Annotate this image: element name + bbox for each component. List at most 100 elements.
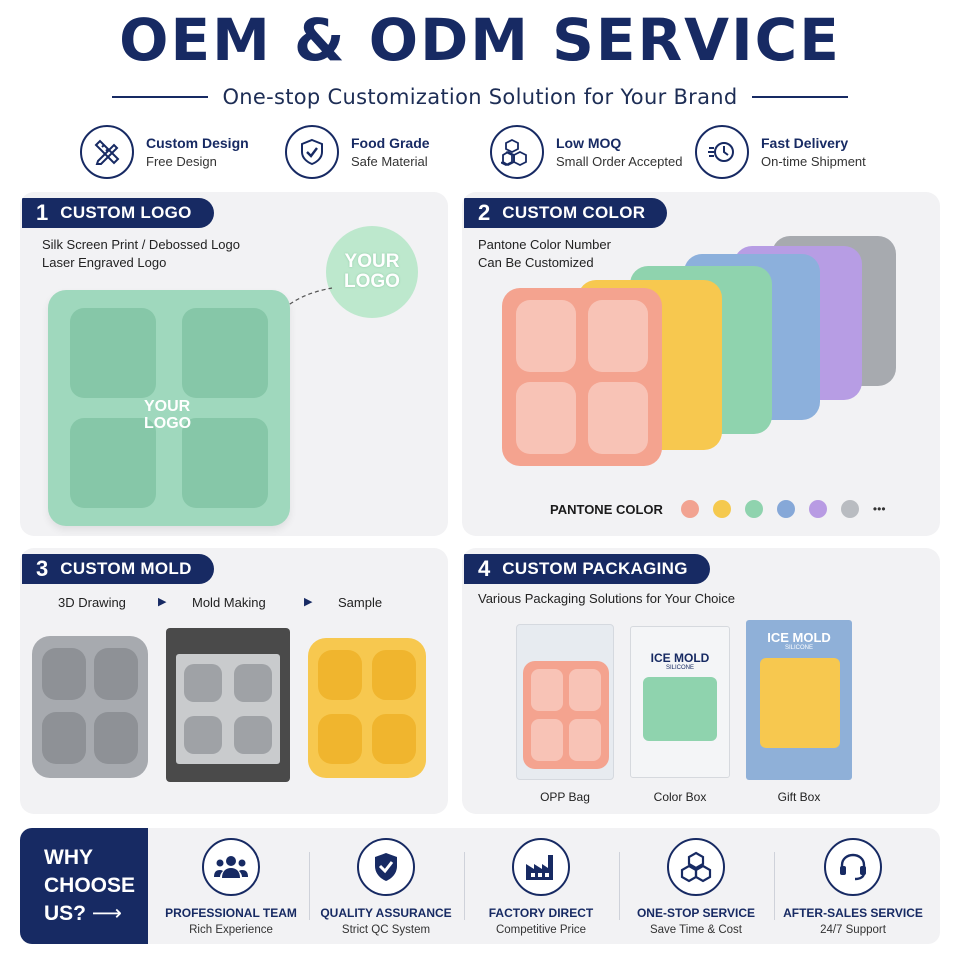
feature-title: Fast Delivery <box>761 135 849 151</box>
bunny-cavity <box>516 382 576 454</box>
step-arrow-icon: ▶ <box>158 596 167 608</box>
bunny-cavity <box>588 300 648 372</box>
why-item-desc: Strict QC System <box>341 924 431 936</box>
feature-title: Food Grade <box>351 135 430 151</box>
section-label: CUSTOM MOLD <box>60 559 192 578</box>
feature-row: Custom Design Free Design Food Grade Saf… <box>80 122 900 182</box>
section-number: 4 <box>478 556 491 581</box>
subtitle-divider-right <box>751 96 848 98</box>
peach-bunny-tray <box>523 661 609 769</box>
why-item-one-stop: ONE-STOP SERVICE Save Time & Cost <box>619 828 773 944</box>
panel-custom-logo: 1 CUSTOM LOGO Silk Screen Print / Deboss… <box>20 192 448 536</box>
bunny-cavity <box>588 382 648 454</box>
headset-icon <box>824 838 882 896</box>
feature-desc: Small Order Accepted <box>556 154 683 169</box>
why-item-title: AFTER-SALES SERVICE <box>783 906 923 920</box>
panel-custom-mold: 3 CUSTOM MOLD 3D Drawing ▶ Mold Making ▶… <box>20 548 448 814</box>
gift-box-window <box>760 658 840 748</box>
arrow-right-icon: ⟶ <box>91 902 122 925</box>
bear-cavity <box>94 712 138 764</box>
section-badge: 3 CUSTOM MOLD <box>22 554 214 584</box>
tray-logo-line: YOUR <box>144 398 191 415</box>
bunny-cavity <box>531 719 563 761</box>
packaging-description: Various Packaging Solutions for Your Cho… <box>478 591 736 606</box>
bunny-cavity <box>569 669 601 711</box>
bunny-cavity <box>569 719 601 761</box>
section-number: 1 <box>36 200 49 225</box>
step-mold-making: Mold Making <box>192 595 266 610</box>
divider <box>309 852 310 920</box>
opp-bag <box>516 624 614 780</box>
why-item-desc: Save Time & Cost <box>649 924 743 936</box>
bear-cavity <box>94 648 138 700</box>
color-box: ICE MOLD SILICONE <box>630 626 730 778</box>
mold-cavity <box>184 664 222 702</box>
section-label: CUSTOM COLOR <box>502 203 646 222</box>
color-desc-line: Can Be Customized <box>478 255 594 270</box>
swatch-purple[interactable] <box>808 500 827 518</box>
why-item-title: FACTORY DIRECT <box>488 906 594 920</box>
mold-cavity <box>234 716 272 754</box>
swatch-blue[interactable] <box>776 500 795 518</box>
caption-gift-box: Gift Box <box>777 790 821 804</box>
bear-cavity <box>372 714 416 764</box>
section-badge: 2 CUSTOM COLOR <box>464 198 668 228</box>
feature-desc: Free Design <box>146 154 217 169</box>
tray-logo-line: LOGO <box>144 415 192 432</box>
section-number: 2 <box>478 200 491 225</box>
swatch-gray[interactable] <box>840 500 859 518</box>
cubes-icon <box>490 125 544 179</box>
swatch-peach[interactable] <box>680 500 699 518</box>
caption-color-box: Color Box <box>653 790 707 804</box>
section-badge: 4 CUSTOM PACKAGING <box>464 554 710 584</box>
color-box-window <box>643 677 717 741</box>
step-arrow-icon: ▶ <box>304 596 313 608</box>
feature-low-moq: Low MOQ Small Order Accepted <box>490 122 695 182</box>
color-desc-line: Pantone Color Number <box>478 237 611 252</box>
why-item-desc: Competitive Price <box>495 924 587 936</box>
peach-tray <box>502 288 662 466</box>
turtle-cavity <box>70 418 156 508</box>
section-label: CUSTOM LOGO <box>60 203 192 222</box>
swatch-yellow[interactable] <box>712 500 731 518</box>
logo-desc-line: Silk Screen Print / Debossed Logo <box>42 237 240 252</box>
team-icon <box>202 838 260 896</box>
color-box-subtitle: SILICONE <box>665 665 694 671</box>
feature-food-grade: Food Grade Safe Material <box>285 122 490 182</box>
feature-custom-design: Custom Design Free Design <box>80 122 285 182</box>
divider <box>774 852 775 920</box>
why-tag-line: US? <box>44 902 86 925</box>
section-number: 3 <box>36 556 49 581</box>
bubble-logo-text: LOGO <box>344 271 400 292</box>
caption-opp-bag: OPP Bag <box>540 790 590 804</box>
feature-desc: On-time Shipment <box>761 154 866 169</box>
color-description: Pantone Color Number Can Be Customized <box>478 236 611 272</box>
bunny-cavity <box>516 300 576 372</box>
panel-custom-packaging: 4 CUSTOM PACKAGING Various Packaging Sol… <box>462 548 940 814</box>
turtle-cavity <box>70 308 156 398</box>
why-item-title: ONE-STOP SERVICE <box>636 906 756 920</box>
why-tag-line: WHY <box>44 846 93 869</box>
subtitle-divider-left <box>112 96 209 98</box>
pencil-ruler-icon <box>80 125 134 179</box>
more-colors-icon[interactable]: ••• <box>872 502 886 516</box>
bear-cavity <box>372 650 416 700</box>
section-label: CUSTOM PACKAGING <box>502 559 688 578</box>
shield-check-icon <box>357 838 415 896</box>
page-subtitle: One-stop Customization Solution for Your… <box>222 85 738 109</box>
page-title: OEM & ODM SERVICE <box>119 6 841 74</box>
divider <box>464 852 465 920</box>
feature-desc: Safe Material <box>351 154 428 169</box>
bear-cavity <box>318 650 362 700</box>
logo-desc-line: Laser Engraved Logo <box>42 255 167 270</box>
bubble-logo-text: YOUR <box>344 251 400 272</box>
feature-title: Low MOQ <box>556 135 622 151</box>
swatch-mint[interactable] <box>744 500 763 518</box>
step-sample: Sample <box>338 595 383 610</box>
why-choose-tag: WHY CHOOSE US? ⟶ <box>20 828 148 944</box>
panel-custom-color: 2 CUSTOM COLOR Pantone Color Number Can … <box>462 192 940 536</box>
bear-cavity <box>318 714 362 764</box>
why-choose-us: WHY CHOOSE US? ⟶ PROFESSIONAL TEAM Rich … <box>20 828 940 944</box>
bear-cavity <box>42 648 86 700</box>
gift-box: ICE MOLD SILICONE <box>746 620 852 780</box>
